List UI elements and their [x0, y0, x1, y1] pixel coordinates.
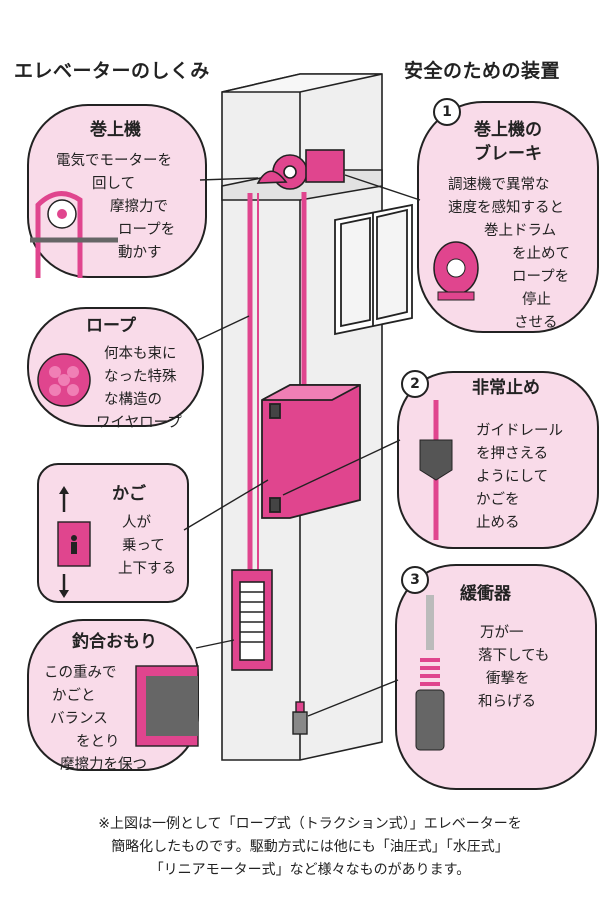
buffer-line: 衝撃を	[486, 671, 530, 687]
brake-line: 停止	[522, 292, 551, 308]
counterweight-line: この重みで	[44, 665, 117, 681]
rope-line: ワイヤロープ	[96, 415, 182, 431]
hoist-line: 電気でモーターを	[56, 153, 172, 169]
bubble-hoist	[27, 104, 259, 278]
car-line: 上下する	[118, 561, 176, 577]
hoist-line: 回して	[92, 176, 136, 192]
rope-line: な構造の	[104, 392, 162, 408]
safety-gear-line: かごを	[476, 492, 520, 508]
safety-gear-line: ようにして	[476, 469, 549, 485]
bubble-buffer	[307, 564, 597, 790]
hoist-line: 摩擦力で	[110, 199, 168, 215]
buffer-line: 万が一	[480, 625, 524, 641]
bubble-brake	[344, 101, 599, 333]
footnote-line: 簡略化したものです。駆動方式には他にも「油圧式」「水圧式」	[111, 839, 509, 855]
brake-line: 巻上ドラム	[484, 223, 557, 239]
number-badge-1: 1	[433, 98, 461, 126]
safety-gear-line: ガイドレール	[476, 423, 563, 439]
car-heading: かご	[112, 484, 146, 504]
buffer-line: 和らげる	[478, 694, 536, 710]
car-line: 人が	[122, 515, 151, 531]
safety-gear-line: 止める	[476, 515, 520, 531]
counterweight-line: をとり	[76, 734, 120, 750]
brake-line: 速度を感知すると	[448, 200, 564, 216]
rope-heading: ロープ	[86, 316, 136, 336]
hoist-heading: 巻上機	[90, 120, 141, 140]
bubble-car	[37, 463, 269, 603]
counterweight-heading: 釣合おもり	[72, 632, 157, 652]
rope-line: なった特殊	[104, 369, 177, 385]
counterweight-line: かごと	[52, 688, 96, 704]
pit-buffer	[292, 701, 308, 735]
footnote-line: 「リニアモーター式」など様々なものがあります。	[149, 862, 471, 878]
brake-line: させる	[514, 315, 558, 331]
bubble-rope	[27, 307, 250, 427]
buffer-line: 落下しても	[478, 648, 550, 664]
brake-line: ロープを	[512, 269, 570, 285]
hoist-line: ロープを	[118, 222, 176, 238]
ropes	[247, 192, 307, 572]
number-badge-2: 2	[401, 370, 429, 398]
counterweight-line: 摩擦力を保つ	[60, 757, 147, 773]
brake-heading: 巻上機の	[474, 120, 542, 140]
main-title: エレベーターのしくみ	[14, 60, 210, 82]
safety-gear-heading: 非常止め	[472, 378, 540, 398]
hoist-line: 動かす	[118, 245, 162, 261]
bubble-safety-gear	[282, 371, 599, 549]
elevator-car	[261, 384, 361, 519]
brake-line: 調速機で異常な	[448, 177, 550, 193]
footnote: ※上図は一例として「ロープ式（トラクション式）」エレベーターを 簡略化したもので…	[60, 813, 560, 882]
safety-gear-line: を押さえる	[476, 446, 549, 462]
car-line: 乗って	[122, 538, 165, 554]
rope-line: 何本も束に	[104, 346, 177, 362]
counterweight	[231, 569, 273, 671]
brake-heading-2: ブレーキ	[474, 144, 542, 164]
footnote-line: ※上図は一例として「ロープ式（トラクション式）」エレベーターを	[98, 816, 522, 832]
brake-line: を止めて	[512, 246, 570, 262]
bubble-counterweight	[27, 619, 235, 771]
counterweight-line: バランス	[50, 711, 108, 727]
traction-machine	[256, 149, 345, 190]
number-badge-3: 3	[401, 566, 429, 594]
safety-title: 安全のための装置	[404, 60, 561, 82]
landing-door	[334, 203, 413, 336]
buffer-heading: 緩衝器	[460, 584, 511, 604]
